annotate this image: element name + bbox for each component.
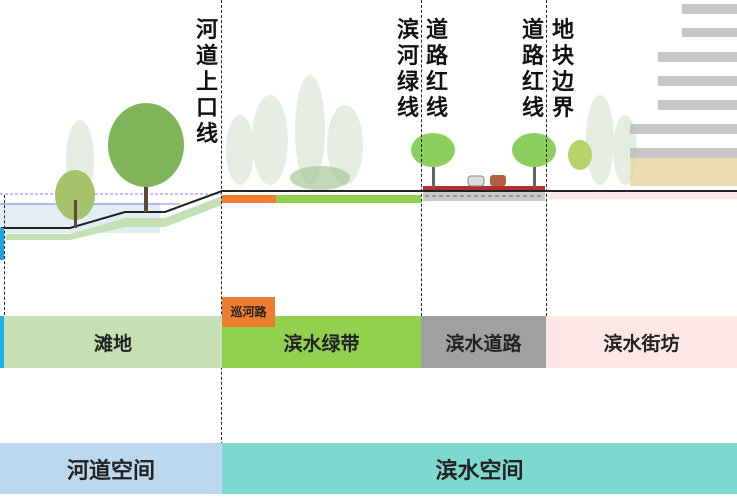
cross-section-illustration (0, 4, 737, 260)
label-river-upper-edge: 河道上口线 (195, 18, 218, 147)
shrub (290, 166, 350, 190)
building-icon (630, 4, 737, 186)
dashed-line-road-red-line (546, 0, 547, 316)
water-band (0, 316, 4, 368)
label-plot-boundary: 地块边界 (551, 18, 574, 121)
dashed-line-green-line (421, 0, 422, 316)
label-road-red-line-left: 道路红线 (425, 18, 448, 121)
dashed-line-river-upper-edge (221, 0, 222, 445)
background-trees (66, 75, 637, 200)
block-strip (548, 192, 737, 199)
label-riverside-green-line: 滨河绿线 (396, 18, 419, 121)
street-tree-icon (411, 133, 592, 188)
zone-beach: 滩地 (4, 316, 222, 368)
river-wall (0, 228, 4, 260)
zone-waterfront-road: 滨水道路 (421, 316, 546, 368)
road-sidewalk (423, 186, 545, 190)
tag-patrol-road: 巡河路 (222, 297, 275, 327)
space-waterfront: 滨水空间 (222, 443, 737, 494)
label-road-red-line-right: 道路红线 (521, 18, 544, 121)
patrol-road-strip (222, 195, 276, 203)
zone-waterfront-block: 滨水街坊 (546, 316, 737, 368)
space-river: 河道空间 (0, 443, 222, 494)
green-belt-strip (276, 195, 421, 203)
slope-fill (6, 196, 222, 240)
car-icon (467, 175, 485, 187)
dashed-line-water-edge (4, 195, 5, 315)
car-icon (490, 175, 506, 186)
tree-icon (55, 103, 184, 228)
